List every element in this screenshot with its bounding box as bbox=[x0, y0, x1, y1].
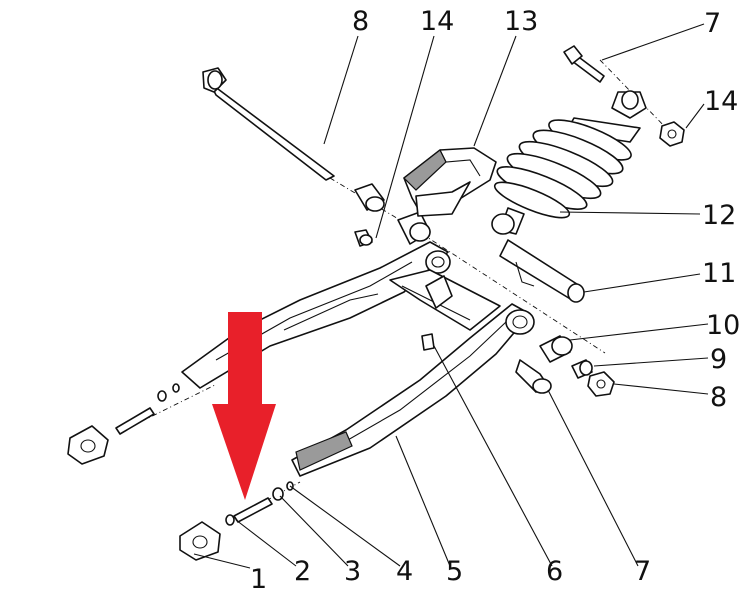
leader-lines bbox=[193, 23, 709, 569]
callout-1: 1 bbox=[250, 564, 267, 595]
grease-nipple bbox=[421, 333, 435, 351]
shock-nut bbox=[659, 121, 685, 147]
highlight-arrow bbox=[212, 312, 276, 500]
callout-7-bottom: 7 bbox=[634, 556, 651, 587]
callout-4: 4 bbox=[396, 556, 413, 587]
callout-labels: 8 14 13 7 14 12 11 10 9 8 1 2 3 4 5 6 7 bbox=[250, 6, 740, 595]
callout-10: 10 bbox=[706, 310, 740, 341]
spacer-upper bbox=[354, 183, 431, 247]
callout-2: 2 bbox=[294, 556, 311, 587]
bushing bbox=[539, 335, 573, 363]
pivot-nut bbox=[587, 371, 615, 397]
callout-8-right: 8 bbox=[710, 382, 727, 413]
chain-adjuster-upper bbox=[67, 383, 180, 465]
callout-7-top: 7 bbox=[704, 8, 721, 39]
pivot-shaft bbox=[202, 67, 335, 181]
chain-guide bbox=[403, 147, 497, 217]
callout-6: 6 bbox=[546, 556, 563, 587]
callout-14-top: 14 bbox=[420, 6, 454, 37]
callout-9: 9 bbox=[710, 344, 727, 375]
shock-absorber bbox=[491, 90, 647, 235]
shock-bolt-top bbox=[563, 45, 605, 83]
callout-11: 11 bbox=[702, 258, 736, 289]
lower-tube bbox=[499, 239, 585, 303]
pivot-bolt-lower bbox=[515, 359, 552, 394]
callout-5: 5 bbox=[446, 556, 463, 587]
callout-3: 3 bbox=[344, 556, 361, 587]
callout-14-right: 14 bbox=[704, 86, 738, 117]
callout-13: 13 bbox=[504, 6, 538, 37]
callout-12: 12 bbox=[702, 200, 736, 231]
swingarm bbox=[181, 241, 535, 477]
callout-8-top: 8 bbox=[352, 6, 369, 37]
washer bbox=[571, 359, 593, 379]
